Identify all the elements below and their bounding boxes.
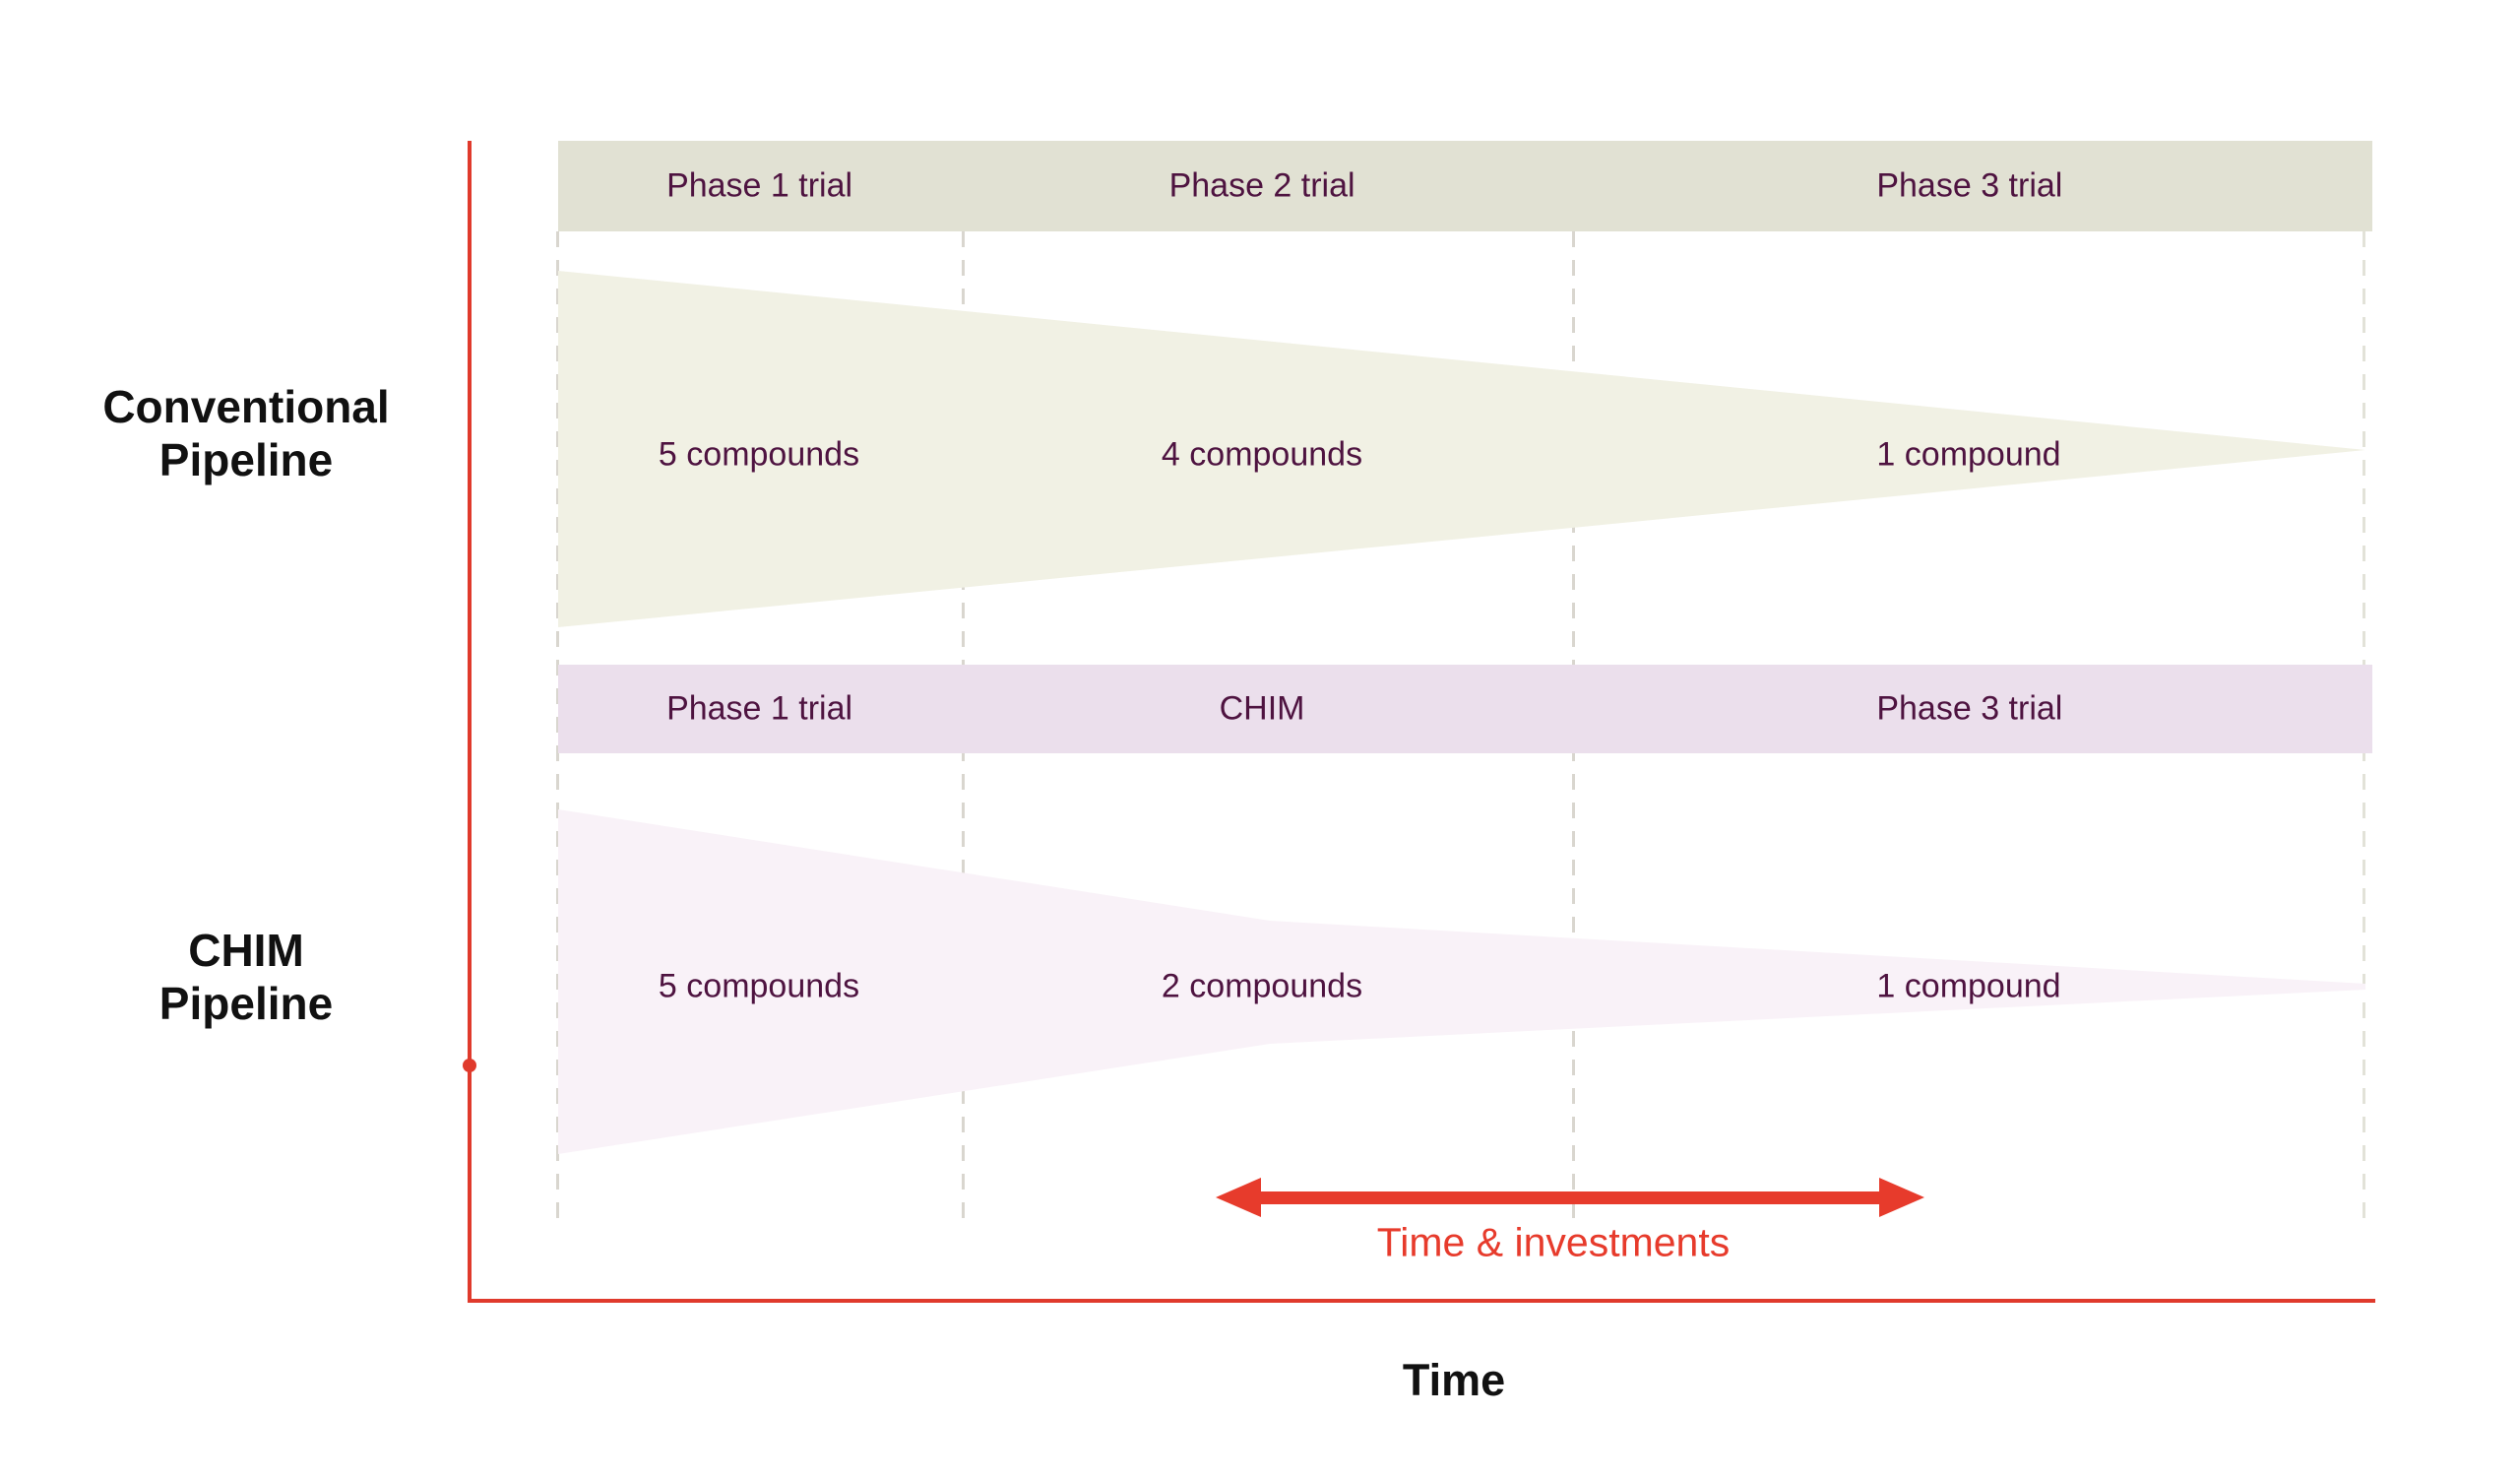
axis-point-marker [463, 1059, 476, 1072]
conventional-pipeline-title-line1: Conventional [102, 381, 390, 432]
chim-pipeline-title: CHIM Pipeline [159, 924, 333, 1030]
conventional-phase2-label: Phase 2 trial [1168, 166, 1355, 205]
arrow-shaft [1261, 1190, 1879, 1204]
chim-pipeline-title-line1: CHIM [188, 925, 304, 976]
chim-count-phase2: 2 compounds [1161, 967, 1363, 1005]
conventional-count-phase1: 5 compounds [658, 435, 860, 474]
arrow-left-head-icon [1216, 1178, 1261, 1217]
chim-pipeline-title-line2: Pipeline [158, 978, 334, 1029]
conventional-phase3-label: Phase 3 trial [1876, 166, 2063, 205]
conventional-pipeline-title: Conventional Pipeline [102, 380, 389, 486]
chim-count-phase3: 1 compound [1876, 967, 2061, 1005]
arrow-right-head-icon [1879, 1178, 1924, 1217]
chim-phase3-label: Phase 3 trial [1876, 689, 2063, 728]
x-axis-title: Time [1402, 1355, 1506, 1405]
conventional-count-phase2: 4 compounds [1161, 435, 1363, 474]
conventional-phase1-label: Phase 1 trial [666, 166, 853, 205]
chim-count-phase1: 5 compounds [658, 967, 860, 1005]
chim-phase2-label: CHIM [1219, 689, 1305, 728]
chim-phase1-label: Phase 1 trial [666, 689, 853, 728]
y-axis-line [468, 141, 472, 1303]
conventional-pipeline-title-line2: Pipeline [158, 434, 334, 485]
time-investments-caption: Time & investments [1376, 1219, 1731, 1265]
conventional-funnel-shape [558, 271, 2365, 627]
chim-phase-bar: Phase 1 trial CHIM Phase 3 trial [558, 665, 2372, 753]
phase-separator-line-1 [556, 231, 559, 1221]
conventional-count-phase3: 1 compound [1876, 435, 2061, 474]
x-axis-line [468, 1299, 2375, 1303]
time-investments-arrow [1216, 1178, 1924, 1217]
chim-funnel-shape [558, 809, 2365, 1154]
conventional-phase-bar: Phase 1 trial Phase 2 trial Phase 3 tria… [558, 141, 2372, 231]
